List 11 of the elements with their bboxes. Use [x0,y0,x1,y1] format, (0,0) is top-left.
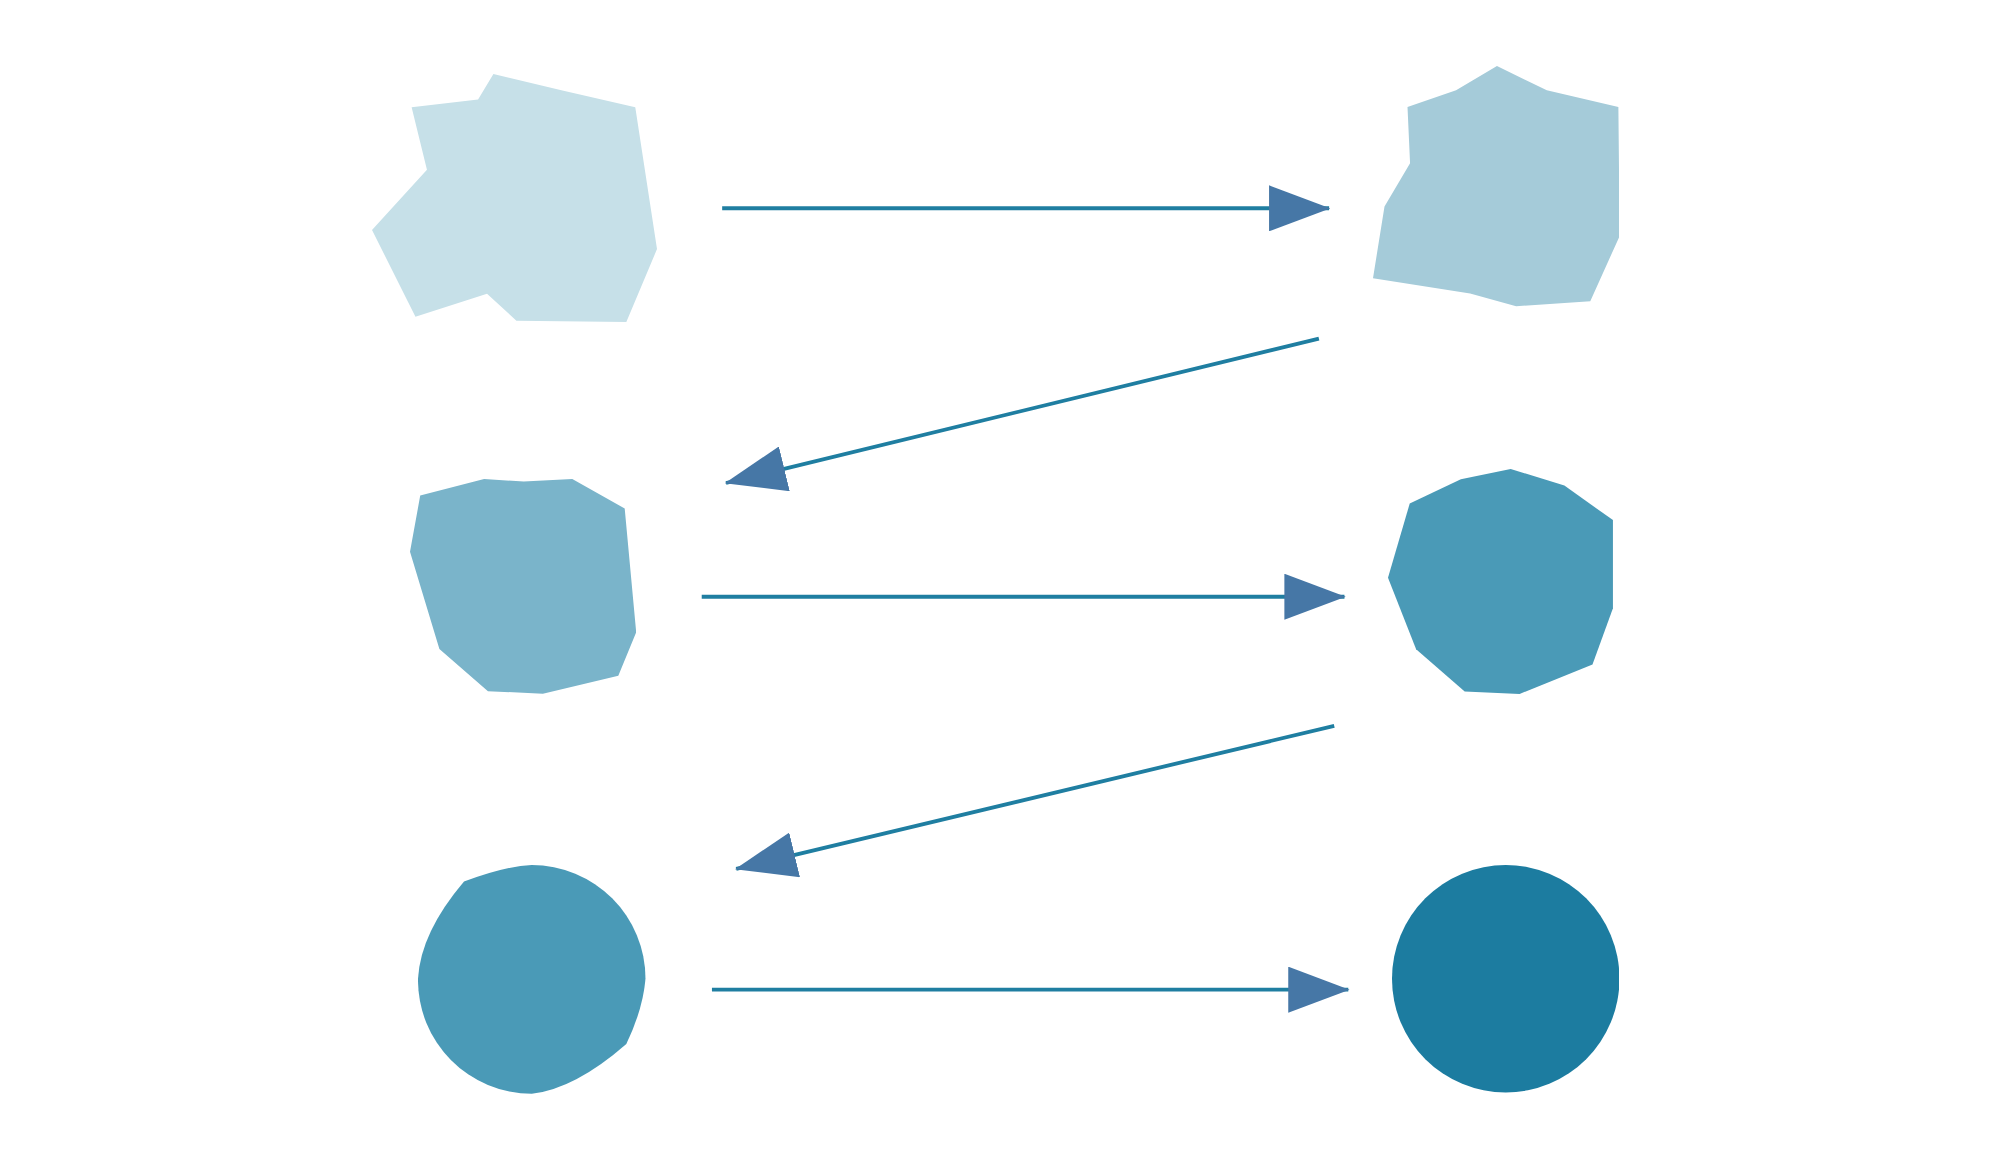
arrow [735,723,1335,878]
polygon-shape [1372,66,1620,307]
polygon-shape [410,479,637,694]
arrow [724,336,1320,492]
polygon-shape [371,74,657,323]
arrow [711,966,1350,1013]
circle-shape [417,865,647,1094]
circle-shape [1391,865,1620,1093]
arrow [722,185,1331,232]
arrow [701,573,1346,620]
polygon-shape [1387,469,1613,694]
